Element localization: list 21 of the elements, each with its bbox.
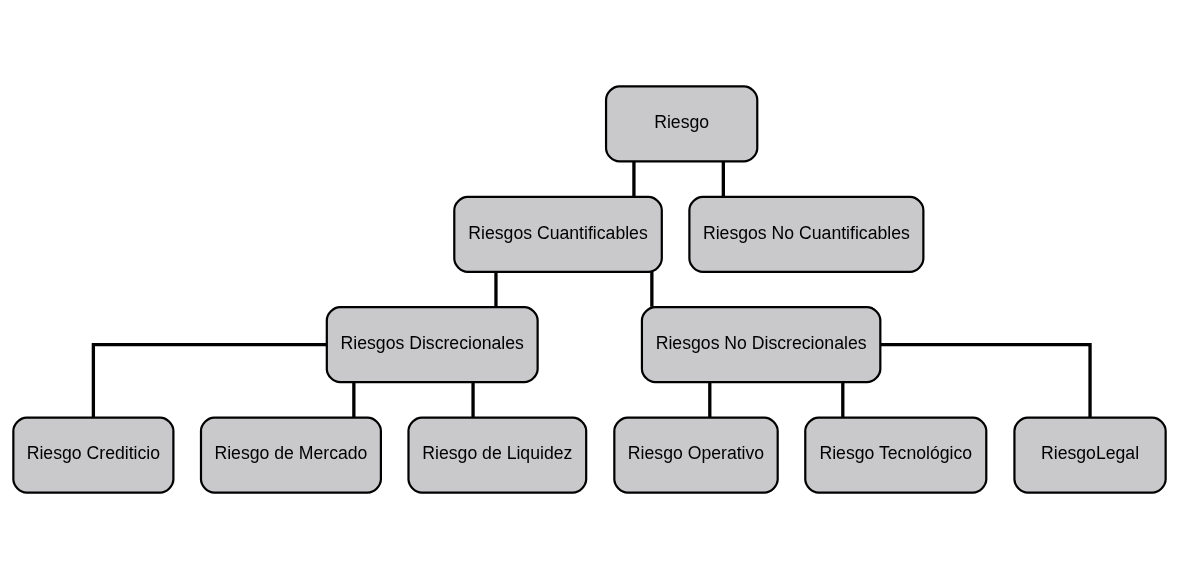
connector: [352, 382, 356, 418]
node-box: Riesgo Operativo: [613, 416, 779, 494]
node-box: Riesgo Tecnológico: [804, 416, 988, 494]
node-box: Riesgos Cuantificables: [453, 195, 663, 273]
connector: [880, 343, 1092, 418]
node-box: Riesgos No Discrecionales: [640, 306, 882, 384]
connector: [471, 382, 475, 418]
node-box: Riesgo de Mercado: [199, 416, 382, 494]
connector: [841, 382, 845, 418]
connector: [721, 161, 725, 197]
node-box: Riesgo de Liquidez: [407, 416, 588, 494]
node-box: Riesgos Discrecionales: [325, 306, 539, 384]
connector: [91, 343, 327, 418]
node-box: Riesgo: [604, 85, 759, 163]
connector: [708, 382, 712, 418]
node-box: RiesgoLegal: [1013, 416, 1167, 494]
connector: [494, 272, 498, 307]
node-box: Riesgo Crediticio: [12, 416, 175, 494]
node-box: Riesgos No Cuantificables: [688, 195, 925, 273]
connector: [650, 272, 654, 307]
connector: [632, 161, 636, 197]
